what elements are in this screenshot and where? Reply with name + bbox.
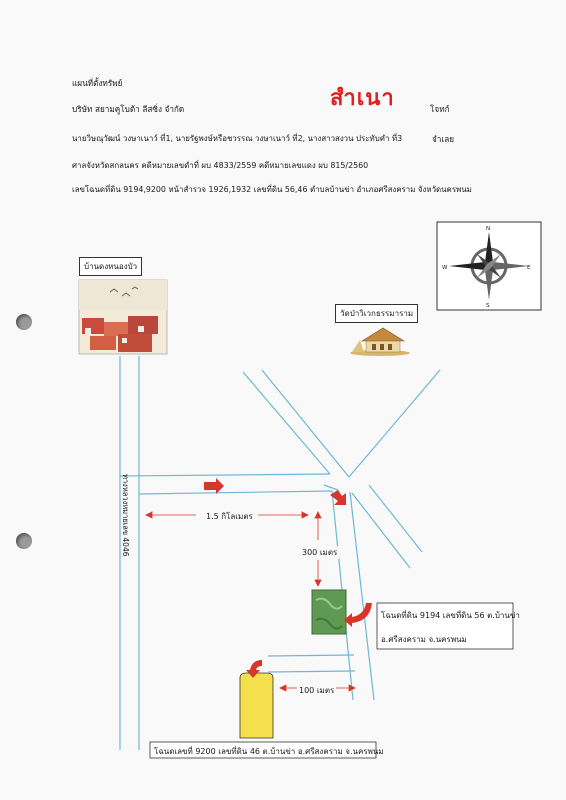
parcel-9200-label: โฉนดเลขที่ 9200 เลขที่ดิน 46 ต.บ้านข่า อ…: [154, 747, 384, 756]
court-case: ศาลจังหวัดสกลนคร คดีหมายเลขดำที่ ผบ 4833…: [72, 161, 369, 170]
parcel-9200-shape: [239, 672, 274, 739]
arrow-east-icon: [204, 478, 224, 494]
direction-arrows: [204, 478, 372, 678]
distance-300m: 300 เมตร: [300, 546, 340, 559]
compass-w: W: [442, 265, 448, 271]
company-name: บริษัท สยามคูโบต้า ลีสซิ่ง จำกัด: [72, 104, 185, 114]
distance-markers: [145, 511, 356, 692]
distance-1-5km: 1.5 กิโลเมตร: [204, 510, 255, 523]
defendants: นายวิษณุวัฒน์ วงษาเนาว์ ที่1, นายรัฐพงษ์…: [72, 134, 403, 143]
compass-n: N: [486, 226, 491, 232]
arrow-down-icon: [246, 660, 262, 678]
road-network: [119, 356, 441, 750]
village-label: บ้านดงหนองบัว: [79, 257, 143, 276]
parcel-9194-box: [376, 602, 514, 650]
parcel-9194-line1: โฉนดที่ดิน 9194 เลขที่ดิน 56 ต.บ้านข่า: [381, 611, 520, 620]
compass-rose-icon: [449, 232, 529, 300]
punch-hole-bottom: [16, 533, 32, 549]
defendant-label: จำเลย: [432, 134, 455, 144]
deed-info: เลขโฉนดที่ดิน 9194,9200 หน้าสำรวจ 1926,1…: [72, 185, 472, 194]
compass-s: S: [486, 303, 490, 309]
temple-label: วัดป่าวิเวกธรรมาราม: [335, 304, 419, 323]
plaintiff-label: โจทก์: [430, 104, 450, 114]
doc-title: แผนที่ตั้งทรัพย์: [72, 78, 123, 88]
parcel-9200-box: [149, 741, 377, 759]
punch-hole-top: [16, 314, 32, 330]
copy-stamp: สำเนา: [330, 86, 395, 111]
parcel-9194-line2: อ.ศรีสงคราม จ.นครพนม: [381, 635, 467, 644]
distance-100m: 100 เมตร: [297, 684, 337, 697]
arrow-turn-icon: [344, 603, 372, 627]
temple-icon: [350, 327, 410, 356]
arrow-southeast-icon: [330, 490, 346, 505]
compass-e: E: [527, 265, 531, 271]
road-label: ทางหลวงหมายเลข 4046: [121, 474, 130, 557]
